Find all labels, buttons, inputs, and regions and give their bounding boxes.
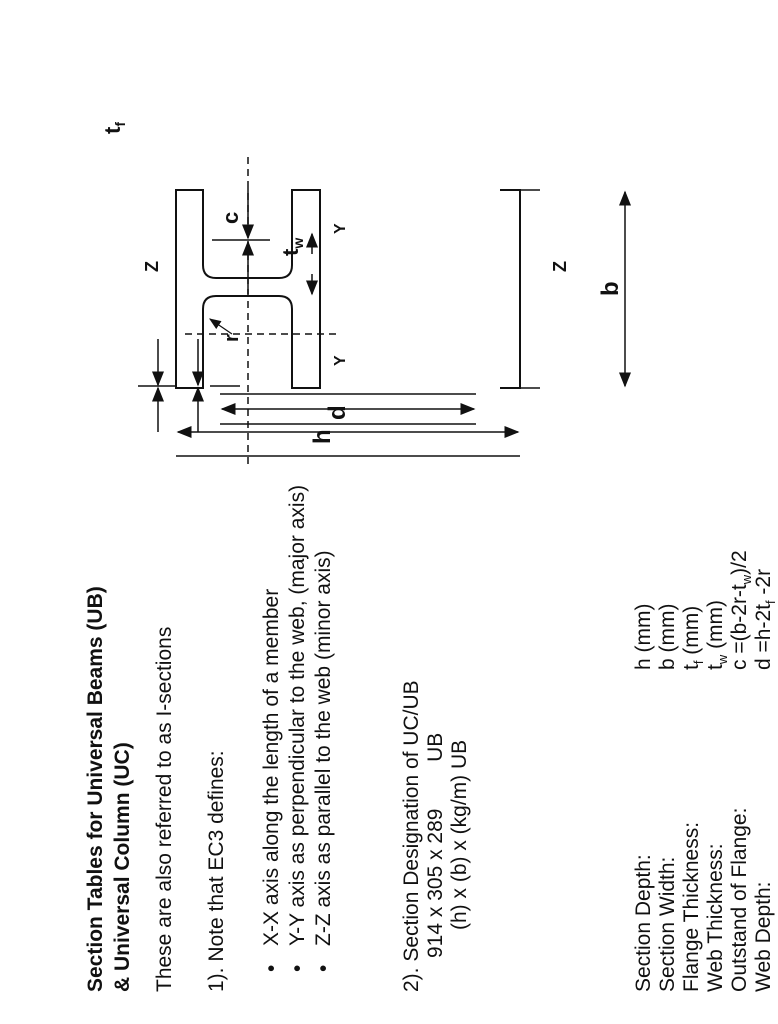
definition-row: Flange Thickness: tf (mm) <box>680 550 707 992</box>
axis-bullet-list: X-X axis along the length of a member Y-… <box>260 456 338 976</box>
designation-heading: 2). Section Designation of UC/UB <box>400 680 423 992</box>
definition-label: Section Depth: <box>632 854 655 992</box>
i-section-diagram: tf c tw r Y Y Z Z b d <box>100 122 631 464</box>
definition-row: Outstand of Flange: c =(b-2r-tw)/2 <box>728 550 755 992</box>
definitions-list: Section Depth: h (mm) Section Width: b (mm… <box>632 550 778 993</box>
bullet-x-axis: X-X axis along the length of a member <box>260 456 284 976</box>
designation-example-type: UB <box>424 732 447 762</box>
label-c: c <box>218 212 243 224</box>
label-z-top: Z <box>142 261 162 272</box>
definition-label: Web Thickness: <box>704 843 727 992</box>
label-y-top: Y <box>332 223 349 234</box>
label-h: h <box>309 429 336 444</box>
definition-row: Web Depth: d =h-2tf -2r <box>752 550 778 992</box>
bullet-y-axis: Y-Y axis as perpendicular to the web, (m… <box>286 456 310 976</box>
designation-format: (h) x (b) x (kg/m) UB <box>448 739 471 930</box>
title-line-1: Section Tables for Universal Beams (UB) <box>84 586 107 992</box>
definition-row: Web Thickness: tw (mm) <box>704 550 731 992</box>
definition-value: h (mm) <box>632 603 655 671</box>
designation-example-size: 914 x 305 x 289 <box>424 808 447 958</box>
bullet-z-axis: Z-Z axis as parallel to the web (minor a… <box>312 456 336 976</box>
i-section-outline <box>175 189 321 389</box>
definition-row: Section Width: b (mm) <box>656 550 680 993</box>
label-d: d <box>324 405 351 420</box>
section-designation: 2). Section Designation of UC/UB 914 x 3… <box>400 680 472 992</box>
label-z-bottom: Z <box>550 261 570 272</box>
label-b: b <box>597 281 624 296</box>
title-line-2: & Universal Column (UC) <box>111 742 134 992</box>
label-tf: tf <box>100 122 128 134</box>
definition-value: tf (mm) <box>680 605 707 670</box>
definition-value: d =h-2tf -2r <box>752 568 778 670</box>
label-r: r <box>221 334 243 342</box>
intro-text: These are also referred to as I-sections <box>153 626 176 992</box>
page-title: Section Tables for Universal Beams (UB) … <box>82 586 136 992</box>
label-tw: tw <box>278 238 306 256</box>
definition-value: c =(b-2r-tw)/2 <box>728 550 755 670</box>
label-y-bottom: Y <box>332 355 349 366</box>
designation-example: 914 x 305 x 289 UB <box>424 680 448 992</box>
definition-label: Flange Thickness: <box>680 821 703 992</box>
definition-label: Section Width: <box>656 856 679 992</box>
definition-label: Outstand of Flange: <box>728 807 751 992</box>
definition-row: Section Depth: h (mm) <box>632 550 656 993</box>
note-heading: 1). Note that EC3 defines: <box>205 750 228 992</box>
definition-label: Web Depth: <box>752 881 775 992</box>
definition-value: tw (mm) <box>704 599 731 670</box>
definition-value: b (mm) <box>656 603 679 671</box>
